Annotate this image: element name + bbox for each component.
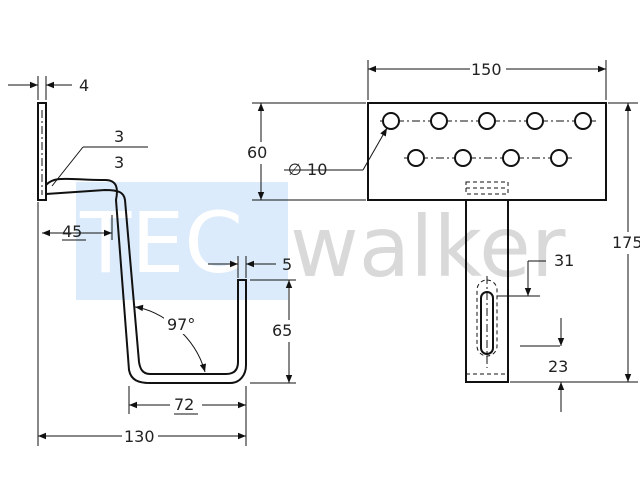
dim-bg — [612, 232, 640, 254]
hole — [454, 149, 472, 167]
hole — [430, 112, 448, 130]
side-flange — [37, 102, 47, 201]
hole — [502, 149, 520, 167]
front-dimensions: 150 60 ∅ 10 31 23 175 — [245, 59, 640, 412]
angle-label-bg — [164, 312, 200, 334]
watermark-tec: TEC — [79, 194, 243, 292]
dim-height-60: 60 — [247, 143, 267, 162]
dim-slot-23: 23 — [548, 357, 568, 376]
fillet-leader — [51, 146, 84, 187]
hole — [407, 149, 425, 167]
front-view — [367, 102, 607, 383]
watermark-walker: walker — [290, 198, 566, 296]
dim-fillet: 3 — [114, 127, 124, 146]
dim-hole-diameter: ∅ 10 — [288, 160, 327, 179]
dim-height-65: 65 — [272, 321, 292, 340]
dim-thickness: 4 — [79, 76, 89, 95]
slot — [480, 291, 494, 355]
dim-bg — [245, 142, 275, 164]
front-stem — [465, 199, 509, 383]
dim-overall-175: 175 — [612, 233, 640, 252]
dim-bg — [270, 320, 304, 342]
dim-bg — [470, 59, 506, 79]
dim-angle: 97° — [167, 315, 195, 334]
watermark: TEC walker — [76, 182, 566, 300]
dim-offset-45: 45 — [62, 222, 82, 241]
dim-lip-5: 5 — [282, 255, 292, 274]
dim-bg — [122, 426, 158, 446]
hole — [478, 112, 496, 130]
side-dimensions: 4 3 3 45 5 97° 65 72 — [8, 76, 304, 446]
dim-width-150: 150 — [471, 60, 502, 79]
dim-overall-130: 130 — [124, 427, 155, 446]
hole-leader — [362, 127, 388, 171]
hole — [574, 112, 592, 130]
hole — [550, 149, 568, 167]
dim-bg — [170, 394, 202, 414]
hole — [526, 112, 544, 130]
dim-fillet-lower: 3 — [114, 153, 124, 172]
dim-base-72: 72 — [174, 395, 194, 414]
dim-slot-31: 31 — [554, 251, 574, 270]
hole — [382, 112, 400, 130]
